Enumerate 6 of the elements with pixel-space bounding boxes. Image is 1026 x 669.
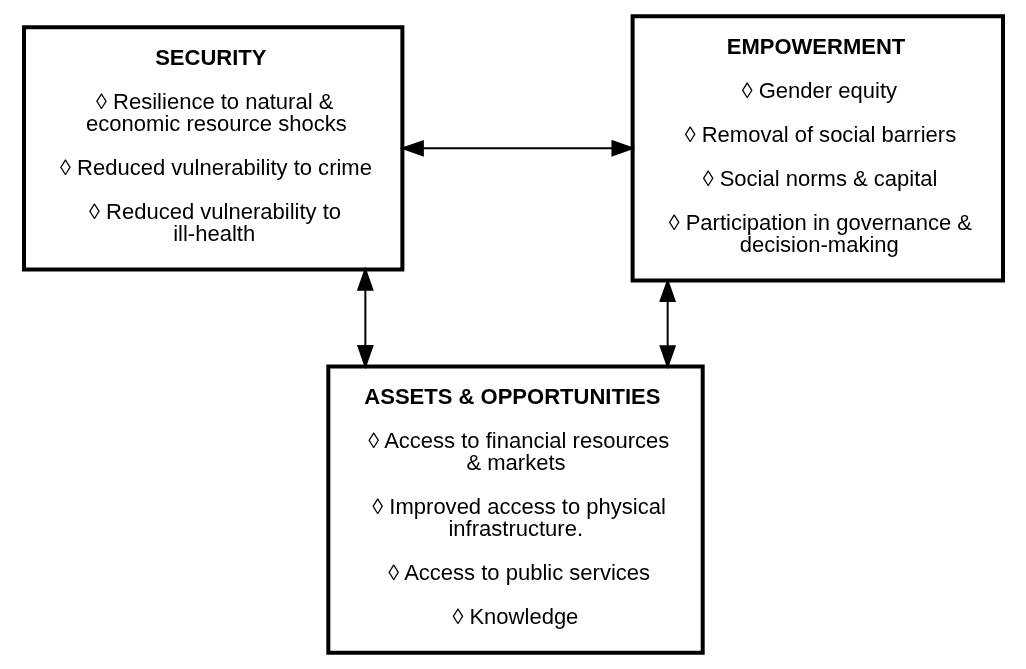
- arrow: [658, 277, 676, 370]
- node-box: ASSETS & OPPORTUNITIES ◊ Access to financial resources & markets ◊ Improved access to physical infrastructure. ◊ Access to public services ◊ Knowledge: [325, 364, 705, 655]
- node-box: EMPOWERMENT ◊ Gender equity ◊ Removal of social barriers ◊ Social norms & capital ◊ Participation in governance & decision-making: [630, 14, 1005, 283]
- node-box: SECURITY ◊ Resilience to natural & economic resource shocks ◊ Reduced vulnerability to crime ◊ Reduced vulnerability to ill-health: [21, 25, 404, 272]
- arrow: [356, 266, 374, 370]
- arrow: [399, 139, 635, 157]
